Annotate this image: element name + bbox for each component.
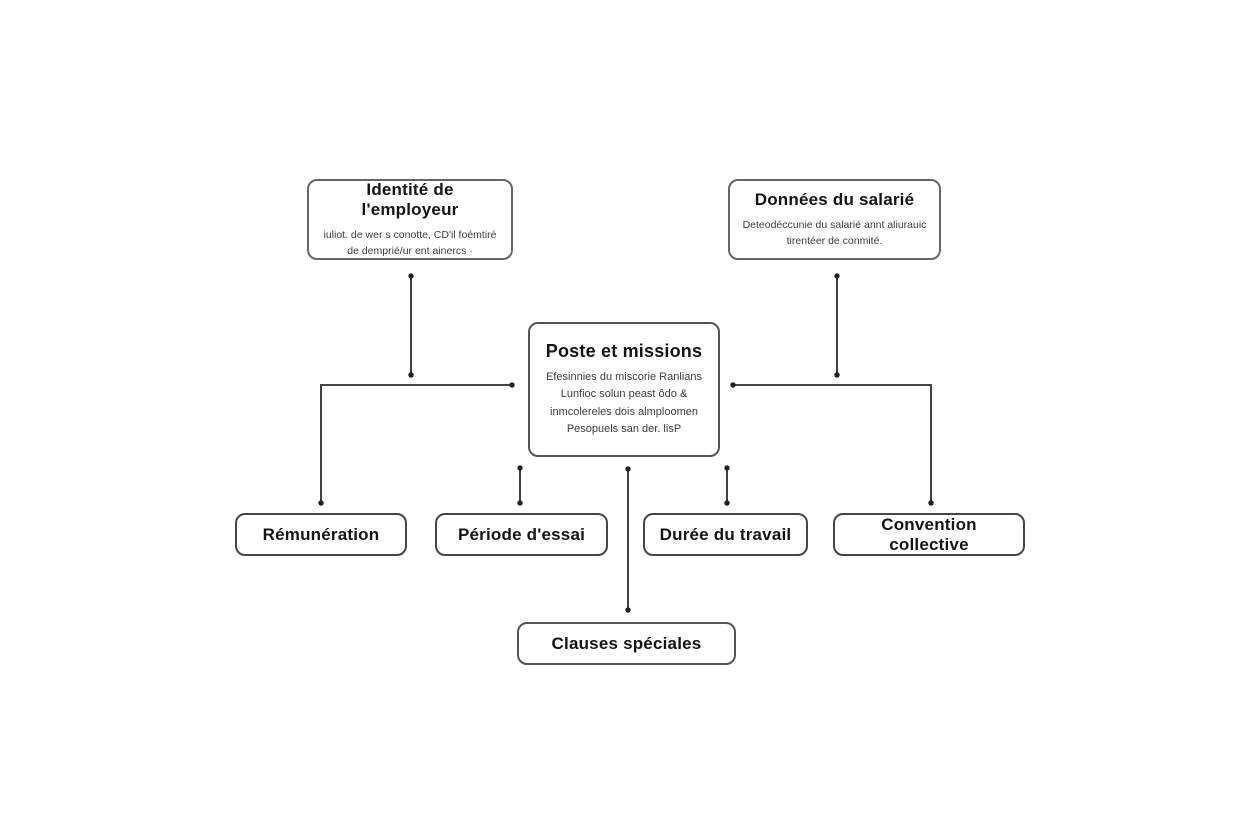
node-working-time: Durée du travail	[643, 513, 808, 556]
connector-employee-junction	[834, 273, 840, 378]
connector-position-clauses	[625, 466, 631, 613]
node-working-time-title: Durée du travail	[659, 524, 792, 544]
node-employee-data: Données du salarié Deteodéccunie du sala…	[728, 179, 941, 260]
connector-employer-junction	[408, 273, 414, 378]
connector-position-trial	[517, 465, 523, 506]
node-trial-period: Période d'essai	[435, 513, 608, 556]
node-collective-agreement: Convention collective	[833, 513, 1025, 556]
node-employer-identity: Identité de l'employeur iuliot. de wer s…	[307, 179, 513, 260]
node-position-missions-description: Efesinnies du miscorie Ranlians Lunfioc …	[546, 371, 702, 435]
connector-right-branch	[730, 382, 934, 506]
node-employer-identity-description: iuliot. de wer s conotte, CD'il foémtiré…	[323, 228, 497, 257]
node-employee-data-description: Deteodéccunie du salarié annt aliurauic …	[742, 218, 927, 247]
connector-left-branch	[318, 382, 515, 506]
node-special-clauses: Clauses spéciales	[517, 622, 736, 665]
connector-position-hours	[724, 465, 730, 506]
node-employer-identity-title: Identité de l'employeur	[361, 179, 459, 219]
node-employee-data-title: Données du salarié	[754, 189, 915, 209]
node-position-missions-title: Poste et missions	[545, 341, 703, 362]
node-remuneration: Rémunération	[235, 513, 407, 556]
node-special-clauses-title: Clauses spéciales	[551, 633, 702, 653]
node-collective-agreement-title: Convention collective	[881, 514, 977, 554]
node-trial-period-title: Période d'essai	[457, 524, 586, 544]
node-remuneration-title: Rémunération	[262, 524, 380, 544]
node-position-missions: Poste et missions Efesinnies du miscorie…	[528, 322, 720, 457]
